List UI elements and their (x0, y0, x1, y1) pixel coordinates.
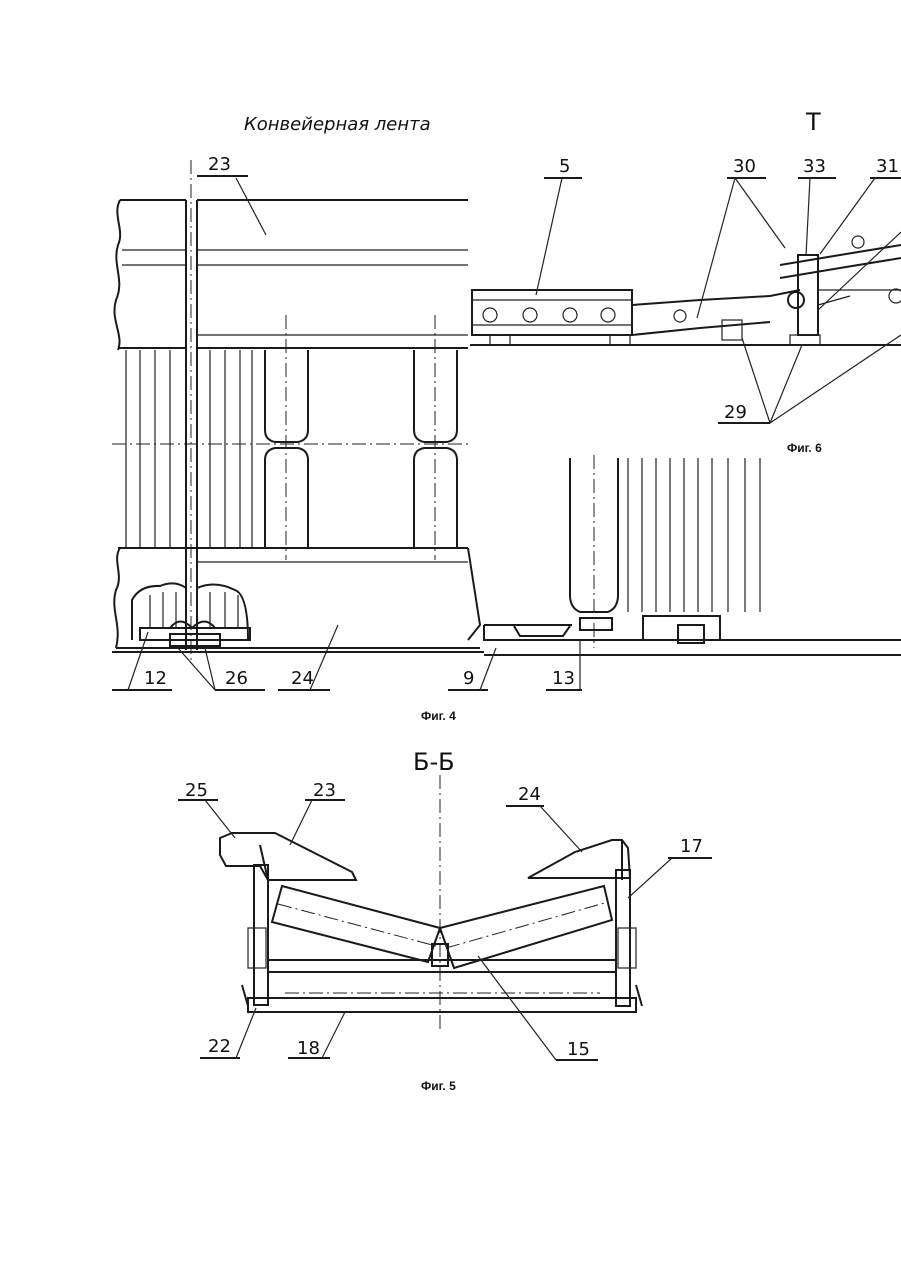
fig4-drawing (112, 160, 484, 660)
fig5-caption: Фиг. 5 (421, 1079, 456, 1093)
fig6-caption: Фиг. 6 (787, 441, 822, 455)
fig5-label-15: 15 (567, 1039, 590, 1060)
fig6-labels: 5 30 33 31 29 Фиг. 6 (536, 156, 901, 455)
fig4-right-drawing (484, 455, 901, 655)
fig5-labels: Б-Б 25 23 24 17 22 18 15 Фиг. 5 (178, 748, 712, 1093)
fig6-label-5: 5 (559, 156, 570, 177)
fig4-label-24: 24 (291, 668, 314, 689)
fig6-label-29: 29 (724, 402, 747, 423)
fig5-drawing (220, 775, 642, 1030)
corner-letter: Т (805, 108, 821, 136)
fig6-drawing (470, 236, 901, 345)
fig6-label-33: 33 (803, 156, 826, 177)
fig6-label-30: 30 (733, 156, 756, 177)
fig5-label-22: 22 (208, 1036, 231, 1057)
fig4-labels: 23 12 26 24 Фиг. 4 (112, 154, 456, 723)
fig4-label-26: 26 (225, 668, 248, 689)
fig4-caption: Фиг. 4 (421, 709, 456, 723)
fig5-section-title: Б-Б (413, 748, 455, 776)
fig6-label-31: 31 (876, 156, 899, 177)
fig5-label-23: 23 (313, 780, 336, 801)
conveyor-belt-title: Конвейерная лента (244, 114, 431, 135)
fig5-label-18: 18 (297, 1038, 320, 1059)
fig4-label-9: 9 (463, 668, 474, 689)
fig5-label-24: 24 (518, 784, 541, 805)
fig4-label-13: 13 (552, 668, 575, 689)
fig5-label-17: 17 (680, 836, 703, 857)
fig4-label-12: 12 (144, 668, 167, 689)
fig5-label-25: 25 (185, 780, 208, 801)
fig4-label-23: 23 (208, 154, 231, 175)
